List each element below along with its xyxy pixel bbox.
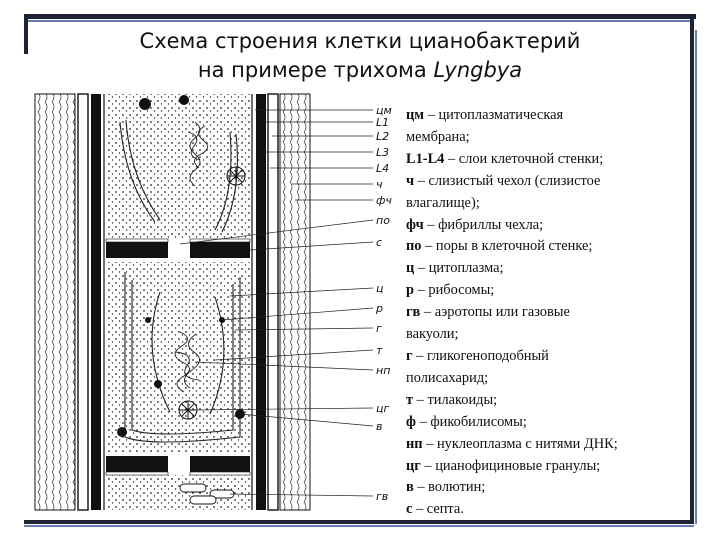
label-gv: гв: [376, 490, 388, 503]
slide-frame-top-accent: [28, 20, 692, 22]
label-r: р: [375, 302, 383, 315]
label-tsg: цг: [376, 402, 389, 415]
title-genus: Lyngbya: [433, 58, 522, 82]
legend-line: ц – цитоплазма;: [406, 258, 696, 280]
label-po: по: [376, 214, 390, 227]
legend-line: L1-L4 – слои клеточной стенки;: [406, 149, 696, 171]
legend-line: в – волютин;: [406, 477, 696, 499]
legend-line: цм – цитоплазматическая: [406, 105, 696, 127]
legend-line: ч – слизистый чехол (слизистое: [406, 171, 696, 193]
label-np: нп: [376, 364, 390, 377]
cell-wall-right: [252, 94, 278, 510]
label-s: с: [376, 236, 382, 249]
slide-title: Схема строения клетки цианобактерий на п…: [60, 27, 660, 85]
legend-line: вакуоли;: [406, 324, 696, 346]
glycogen-granule: [139, 98, 151, 110]
cell-wall-left: [78, 94, 104, 510]
legend-line: с – септа.: [406, 499, 696, 521]
slide-frame-left: [24, 14, 28, 54]
title-line-1: Схема строения клетки цианобактерий: [60, 27, 660, 56]
legend-line: т – тилакоиды;: [406, 390, 696, 412]
legend-line: влагалище);: [406, 193, 696, 215]
legend-line: р – рибосомы;: [406, 280, 696, 302]
ribosome: [145, 317, 151, 323]
label-fch: фч: [376, 194, 392, 207]
sheath-right: [280, 94, 310, 510]
legend-line: гв – аэротопы или газовые: [406, 302, 696, 324]
slide-frame-bottom-accent: [24, 525, 694, 527]
label-ch: ч: [376, 178, 383, 191]
label-g: г: [376, 322, 382, 335]
legend-line: цг – цианофициновые гранулы;: [406, 456, 696, 478]
septum-lower: [106, 456, 250, 475]
cell-diagram: цм L1 L2 L3 L4 ч фч по с ц р г т нп цг в…: [30, 92, 405, 512]
sheath-left: [35, 94, 75, 510]
legend-line: по – поры в клеточной стенке;: [406, 236, 696, 258]
label-l1: L1: [376, 116, 389, 129]
label-l2: L2: [376, 130, 389, 143]
label-l4: L4: [376, 162, 389, 175]
title-line-2: на примере трихома Lyngbya: [60, 56, 660, 85]
title-line-2-prefix: на примере трихома: [198, 58, 434, 82]
volutin-granule: [117, 427, 127, 437]
legend: цм – цитоплазматическая мембрана; L1-L4 …: [406, 105, 696, 521]
legend-line: г – гликогеноподобный: [406, 346, 696, 368]
cyanophycin-granules-top: [227, 167, 245, 185]
slide-frame-top: [24, 14, 696, 19]
legend-line: нп – нуклеоплазма с нитями ДНК;: [406, 434, 696, 456]
label-l3: L3: [376, 146, 389, 159]
cell-middle: [106, 262, 250, 452]
label-t: т: [376, 344, 383, 357]
legend-line: ф – фикобилисомы;: [406, 412, 696, 434]
glycogen-granule: [179, 95, 189, 105]
label-ts: ц: [376, 282, 384, 295]
legend-line: полисахарид;: [406, 368, 696, 390]
cyanophycin-granule-middle: [179, 401, 197, 419]
label-v: в: [376, 420, 382, 433]
legend-line: мембрана;: [406, 127, 696, 149]
glycogen-granule: [154, 380, 162, 388]
septum-upper: [106, 239, 250, 258]
legend-line: фч – фибриллы чехла;: [406, 215, 696, 237]
